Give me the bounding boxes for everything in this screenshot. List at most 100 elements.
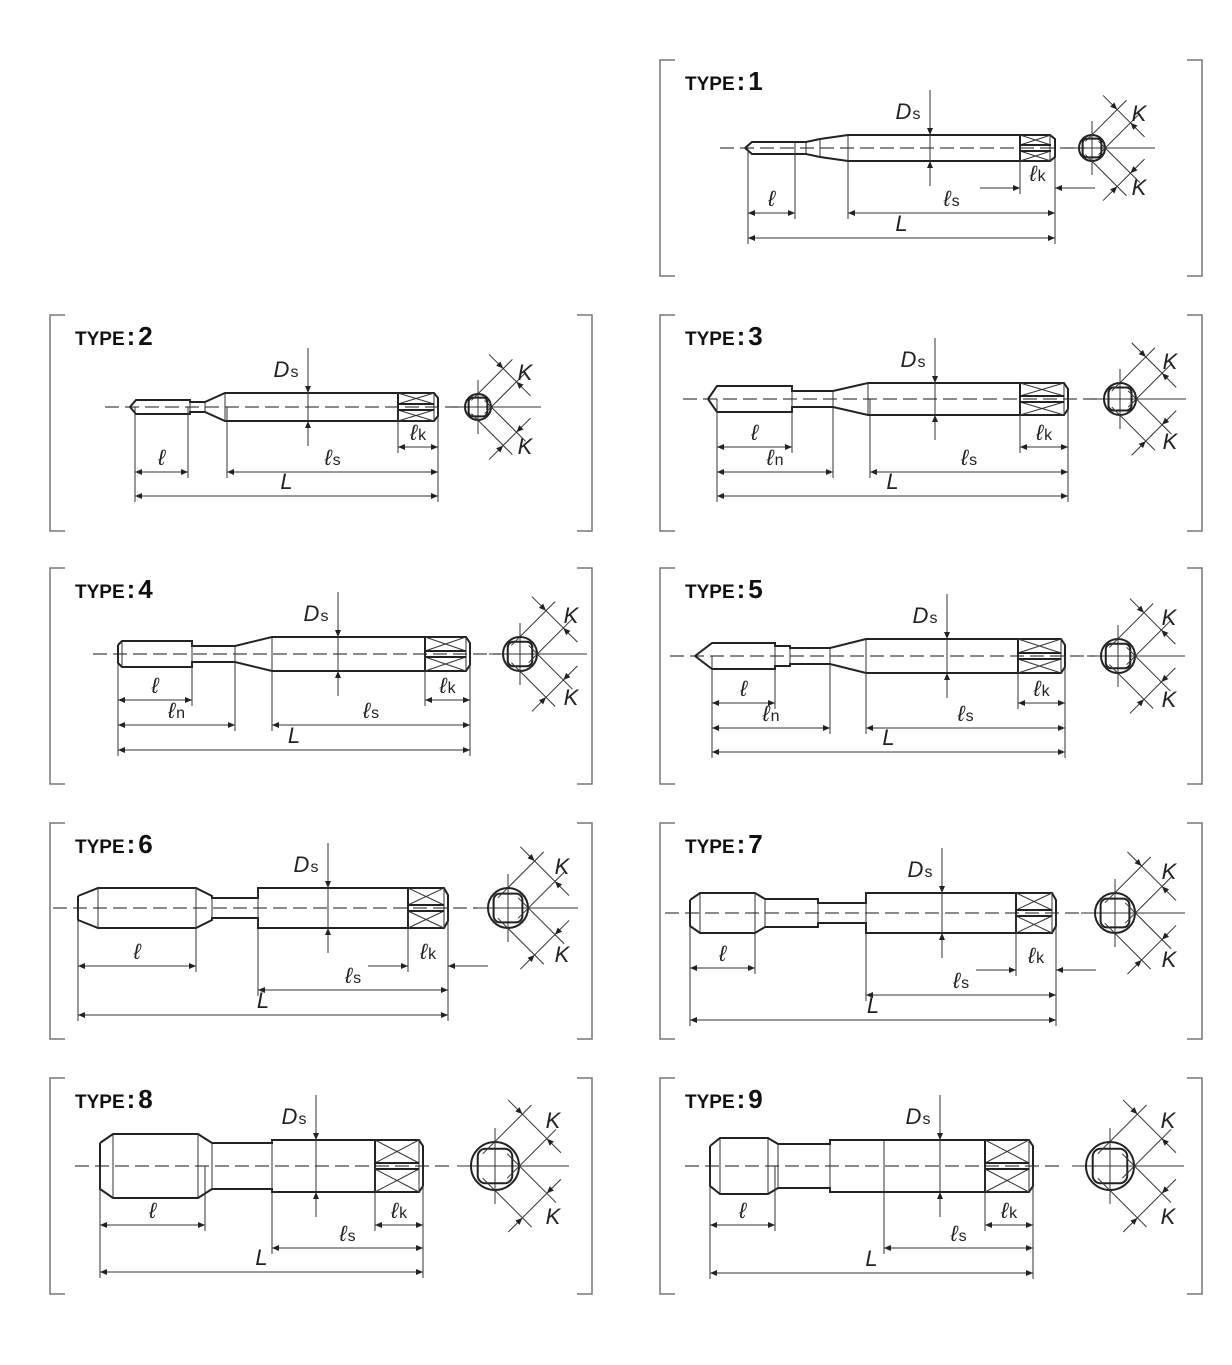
overall-length-dimension-label-symbol: L (288, 723, 300, 748)
k-label-top: K (555, 854, 571, 879)
ds-label-symbol: D (906, 1104, 922, 1129)
square-length-dimension-label: ℓk (1027, 943, 1045, 968)
type-title-word: TYPE (685, 1092, 735, 1113)
square-length-dimension: ℓk (368, 908, 488, 972)
square-length-dimension-label-subscript: k (1036, 950, 1045, 967)
k-label-top: K (564, 603, 580, 628)
square-length-dimension-label-symbol: ℓ (1027, 943, 1036, 968)
type-title: TYPE:5 (685, 574, 763, 604)
arrowhead (768, 1222, 775, 1228)
ds-label-symbol: D (282, 1104, 298, 1129)
arrowhead (100, 1222, 107, 1228)
arrowhead (1130, 1217, 1138, 1225)
neck-length-dimension-label-subscript: n (176, 705, 185, 722)
ds-dimension: Ds (908, 848, 945, 958)
k-label-top: K (546, 1108, 562, 1133)
square-length-dimension: ℓk (374, 1166, 424, 1231)
extension-line (517, 897, 565, 945)
ds-label-subscript: s (929, 610, 937, 627)
right-bracket (577, 822, 593, 1040)
square-mark (1019, 134, 1052, 146)
type-title-word: TYPE (685, 74, 735, 95)
tap-end-view: KK (489, 596, 587, 712)
shank-length-dimension-label-subscript: s (961, 975, 969, 992)
ds-dimension: Ds (294, 843, 331, 953)
k-dimension (471, 400, 531, 460)
arrowhead (1058, 700, 1065, 706)
arrowhead (546, 1138, 554, 1146)
extension-line (1097, 1104, 1147, 1155)
square-mark (984, 1168, 1030, 1193)
k-dimension (510, 644, 578, 712)
neck-length-dimension-label: ℓn (167, 698, 185, 723)
arrowhead (398, 444, 405, 450)
extension-line (1126, 646, 1171, 692)
thread-length-dimension-label: ℓ (157, 445, 166, 470)
arrowhead (100, 1269, 107, 1275)
square-length-dimension-label: ℓk (390, 1198, 408, 1223)
k-dimension (482, 1153, 562, 1233)
tap-end-view: KK (1081, 851, 1185, 975)
k-label-bottom: K (1162, 687, 1178, 712)
shank-length-dimension-label-symbol: ℓ (338, 1221, 347, 1246)
arrowhead (1134, 858, 1142, 867)
shank-length-dimension-label: ℓs (960, 445, 977, 470)
arrowhead (1058, 725, 1065, 731)
shank-length-dimension: ℓs (847, 148, 1056, 219)
arrowhead (768, 700, 775, 706)
arrowhead (118, 722, 125, 728)
arrowhead (272, 722, 279, 728)
ds-dimension: Ds (304, 592, 341, 696)
square-length-dimension-label: ℓk (1032, 676, 1050, 701)
extension-line (1124, 902, 1172, 950)
square-drive (1015, 892, 1053, 934)
square-mark (424, 636, 467, 652)
right-bracket (1187, 59, 1203, 277)
shank-length-dimension-label: ℓs (338, 1221, 355, 1246)
shank-length-dimension-label-subscript: s (952, 193, 960, 210)
type-number: 4 (138, 574, 153, 604)
k-dimension (1085, 141, 1145, 201)
extension-line (506, 1129, 557, 1179)
square-section (1104, 642, 1132, 670)
arrowhead (78, 963, 85, 969)
arrowhead (717, 444, 724, 450)
arrowhead (870, 469, 877, 475)
left-bracket (659, 314, 675, 532)
arrowhead (937, 1192, 943, 1199)
arrowhead (939, 886, 945, 893)
arrowhead (1026, 1222, 1033, 1228)
neck-length-dimension: ℓn (716, 399, 834, 478)
extension-line (1121, 1129, 1172, 1179)
k-label-top-symbol: K (518, 360, 534, 385)
type-title-separator: : (127, 574, 136, 604)
type-title-word: TYPE (685, 837, 735, 858)
tap-end-view: KK (474, 846, 578, 970)
extension-line (471, 359, 513, 401)
square-length-dimension-label-symbol: ℓ (409, 420, 418, 445)
tap-side-view (53, 887, 478, 929)
k-dimension (1108, 646, 1176, 714)
arrowhead (118, 747, 125, 753)
thread-length-dimension-label-symbol: ℓ (157, 445, 166, 470)
arrowhead (135, 493, 142, 499)
overall-length-dimension-label-symbol: L (865, 1246, 877, 1271)
square-length-dimension-label: ℓk (1028, 161, 1046, 186)
arrowhead (712, 749, 719, 755)
thread-length-dimension: ℓ (117, 654, 193, 706)
type-title-word: TYPE (685, 329, 735, 350)
arrowhead (985, 1222, 992, 1228)
type-title-word: TYPE (685, 582, 735, 603)
ds-label: Ds (906, 1104, 931, 1129)
ds-label-subscript: s (320, 608, 328, 625)
arrowhead (527, 954, 535, 963)
square-mark (1017, 638, 1062, 654)
ds-label-symbol: D (908, 857, 924, 882)
k-dimension (1097, 1153, 1177, 1233)
shank-length-dimension-label-subscript: s (959, 1228, 967, 1245)
tap-side-view (105, 392, 468, 422)
k-label-top: K (1132, 101, 1148, 126)
arrowhead (1026, 1270, 1033, 1276)
